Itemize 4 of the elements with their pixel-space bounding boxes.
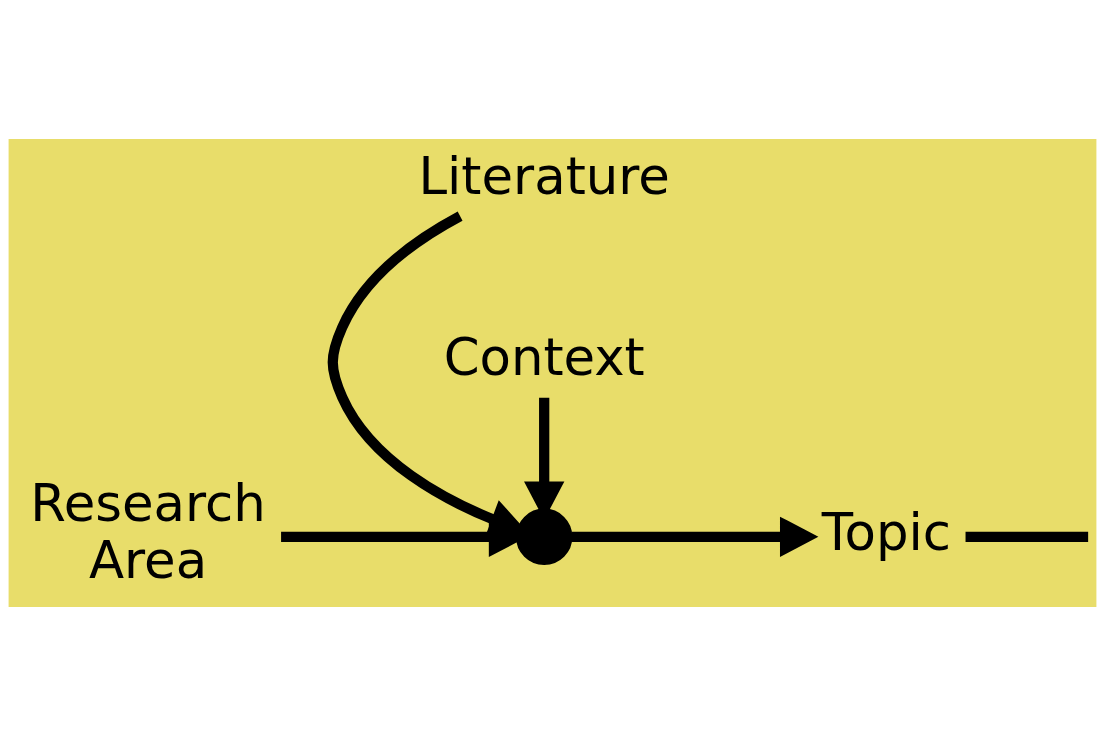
node-text: Research Area <box>30 472 266 590</box>
node-text: Literature <box>418 145 670 206</box>
node-text: Topic <box>821 501 951 562</box>
node-text: Context <box>443 326 645 387</box>
